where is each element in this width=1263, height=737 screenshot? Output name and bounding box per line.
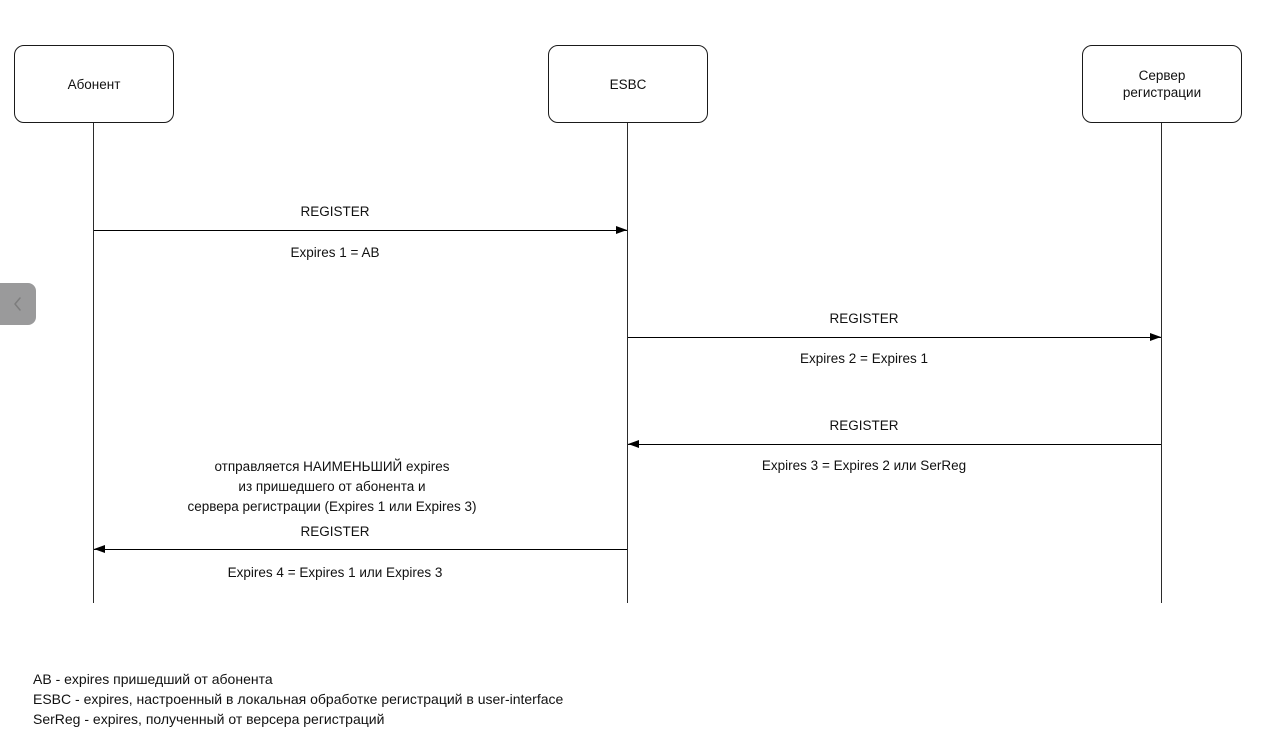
- participant-subscriber: Абонент: [14, 45, 174, 123]
- legend-line-serreg: SerReg - expires, полученный от версера …: [33, 711, 385, 727]
- message-1-label: REGISTER: [298, 204, 372, 220]
- legend-line-esbc: ESBC - expires, настроенный в локальная …: [33, 691, 564, 707]
- message-2-sublabel: Expires 2 = Expires 1: [798, 351, 930, 367]
- legend: AB - expires пришедший от абонента ESBC …: [33, 669, 563, 729]
- message-2-arrow: [628, 333, 1161, 341]
- message-1-sublabel: Expires 1 = AB: [288, 245, 382, 261]
- message-4-sublabel: Expires 4 = Expires 1 или Expires 3: [225, 565, 445, 581]
- legend-line-ab: AB - expires пришедший от абонента: [33, 671, 273, 687]
- chevron-left-icon: [11, 294, 25, 314]
- esbc-expires-annotation: отправляется НАИМЕНЬШИЙ expires из прише…: [187, 459, 477, 514]
- arrowhead-right-icon: [1150, 333, 1161, 341]
- lifeline-esbc: [627, 123, 628, 603]
- lifeline-registration-server: [1161, 123, 1162, 603]
- lifeline-subscriber: [93, 123, 94, 603]
- participant-subscriber-label: Абонент: [67, 76, 121, 92]
- side-panel-toggle[interactable]: [0, 283, 36, 325]
- message-1-arrow: [94, 226, 627, 234]
- message-4-label: REGISTER: [298, 524, 372, 540]
- arrowhead-right-icon: [616, 226, 627, 234]
- participant-esbc-label: ESBC: [609, 76, 647, 92]
- arrowhead-left-icon: [628, 440, 639, 448]
- participant-esbc: ESBC: [548, 45, 708, 123]
- message-2-label: REGISTER: [827, 311, 901, 327]
- participant-registration-server-label: Сервер регистрации: [1122, 68, 1202, 100]
- arrowhead-left-icon: [94, 545, 105, 553]
- participant-registration-server: Сервер регистрации: [1082, 45, 1242, 123]
- message-3-sublabel: Expires 3 = Expires 2 или SerReg: [759, 458, 969, 474]
- message-4-arrow: [94, 545, 627, 553]
- message-3-label: REGISTER: [827, 418, 901, 434]
- message-3-arrow: [628, 440, 1161, 448]
